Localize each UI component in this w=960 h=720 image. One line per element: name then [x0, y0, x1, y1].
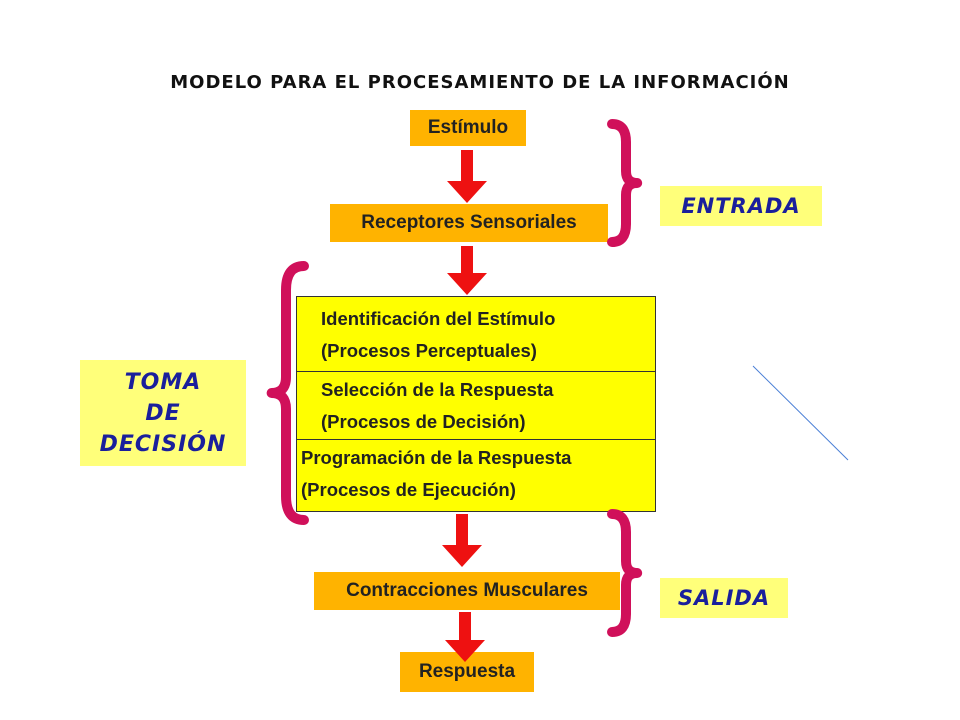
toma-decision-brace [266, 261, 309, 525]
flow-arrows [442, 150, 487, 662]
toma-decision-line1: TOMA [124, 369, 202, 395]
arrow-receptors-identification [447, 246, 487, 295]
receptors-box: Receptores Sensoriales [330, 204, 608, 242]
stray-diagonal-line [752, 365, 849, 461]
process-identification-subtitle: (Procesos Perceptuales) [321, 340, 537, 361]
stimulus-box: Estímulo [410, 110, 526, 146]
process-selection: Selección de la Respuesta (Procesos de D… [297, 371, 655, 441]
salida-brace [607, 509, 643, 637]
toma-decision-line3: DECISIÓN [99, 431, 227, 457]
entrada-brace [607, 119, 643, 247]
process-identification-title: Identificación del Estímulo [321, 308, 556, 329]
process-selection-title: Selección de la Respuesta [321, 379, 554, 400]
process-programming-title: Programación de la Respuesta [301, 447, 572, 468]
arrow-stimulus-receptors [447, 150, 487, 203]
process-identification: Identificación del Estímulo (Procesos Pe… [297, 303, 655, 367]
contractions-box: Contracciones Musculares [314, 572, 620, 610]
salida-label: SALIDA [660, 578, 788, 618]
process-programming-subtitle: (Procesos de Ejecución) [301, 479, 516, 500]
entrada-label: ENTRADA [660, 186, 822, 226]
group-braces [266, 119, 643, 637]
diagram-title: MODELO PARA EL PROCESAMIENTO DE LA INFOR… [170, 72, 790, 93]
toma-decision-line2: DE [145, 400, 181, 426]
process-selection-subtitle: (Procesos de Decisión) [321, 411, 526, 432]
arrow-contractions-response [445, 612, 485, 662]
arrow-processing-contractions [442, 514, 482, 567]
toma-decision-label: TOMA DE DECISIÓN [80, 360, 246, 466]
processing-box: Identificación del Estímulo (Procesos Pe… [296, 296, 656, 512]
process-programming: Programación de la Respuesta (Procesos d… [297, 439, 655, 506]
